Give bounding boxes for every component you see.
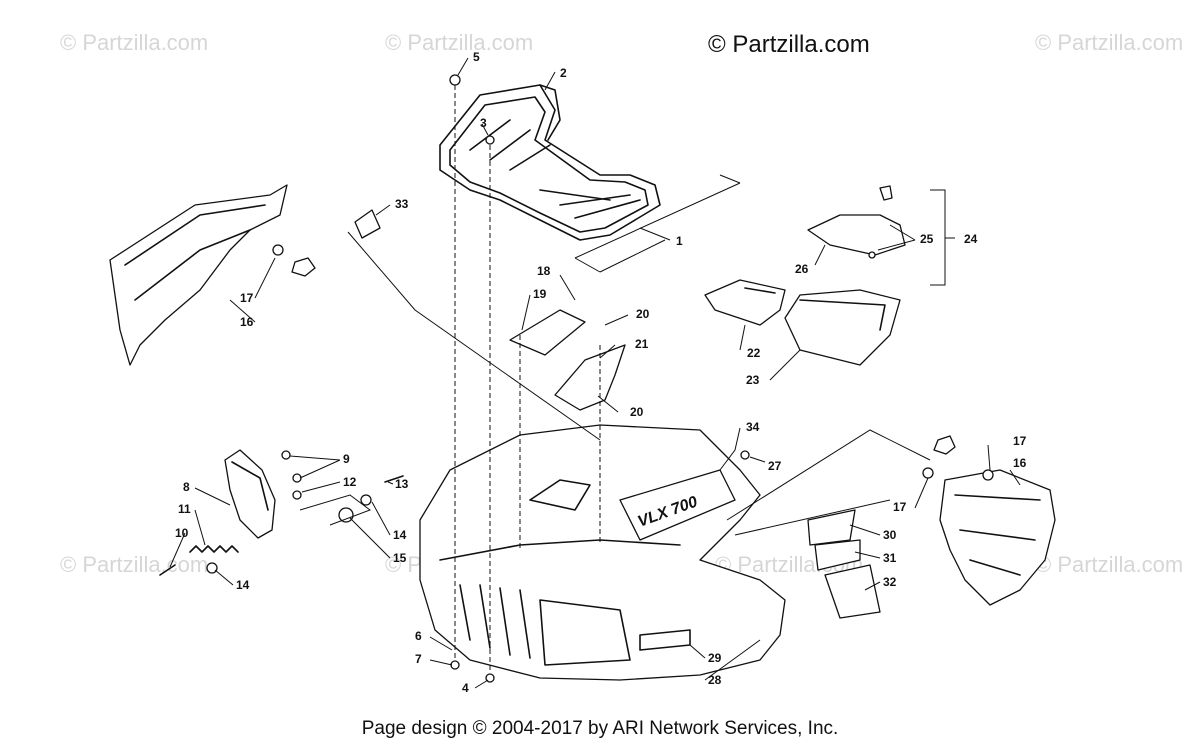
callout-label: 9	[343, 452, 350, 466]
callout-label: 11	[178, 502, 191, 516]
watermark: © Partzilla.com	[1035, 30, 1183, 55]
footer-copyright: Page design © 2004-2017 by ARI Network S…	[361, 718, 839, 739]
callout-label: 27	[768, 459, 782, 473]
callout-label: 12	[343, 475, 357, 489]
decal-part	[814, 539, 861, 571]
callout-label: 6	[415, 629, 422, 643]
bracket-part	[554, 344, 626, 411]
callout-label: 4	[462, 681, 469, 695]
callouts: 1 2 3 4 5 6 7 8 9 10 11 12 13 14 14 15 1…	[175, 50, 1027, 695]
callout-label: 14	[236, 578, 250, 592]
rack-bracket-line	[574, 174, 741, 273]
callout-label: 10	[175, 526, 189, 540]
watermark: © Partzilla.com	[60, 30, 208, 55]
screw-part	[740, 450, 750, 460]
callout-label: 5	[473, 50, 480, 64]
nut-part	[291, 257, 316, 277]
rack-part	[439, 84, 661, 241]
watermark: © Partzilla.com	[385, 30, 533, 55]
bolt-part	[449, 74, 461, 86]
callout-label: 3	[480, 116, 487, 130]
watermark-main: © Partzilla.com	[708, 31, 870, 58]
callout-label: 20	[636, 307, 650, 321]
decal-part	[354, 209, 381, 239]
callout-label: 17	[893, 500, 907, 514]
callout-label: 22	[747, 346, 761, 360]
callout-label: 24	[964, 232, 978, 246]
storage-box	[784, 289, 901, 366]
callout-label: 17	[240, 291, 254, 305]
watermark: © Partzilla.com	[1035, 552, 1183, 577]
screw-part	[159, 564, 176, 576]
callout-label: 32	[883, 575, 897, 589]
callout-label: 18	[537, 264, 551, 278]
decal-part	[807, 509, 856, 546]
washer-part	[206, 562, 218, 574]
decal-part	[824, 564, 881, 619]
callout-label: 14	[393, 528, 407, 542]
callout-label: 25	[920, 232, 934, 246]
spring-part	[189, 545, 239, 553]
callout-label: 8	[183, 480, 190, 494]
callout-label: 26	[795, 262, 809, 276]
callout-label: 2	[560, 66, 567, 80]
left-side-panel	[109, 184, 288, 366]
nut-part	[292, 490, 302, 500]
panel-part	[509, 309, 586, 356]
screw-part	[281, 450, 291, 460]
front-fender: VLX 700	[419, 424, 786, 681]
grommet-part	[982, 469, 994, 481]
callout-label: 23	[746, 373, 760, 387]
washer-part	[360, 494, 372, 506]
callout-label: 13	[395, 477, 409, 491]
callout-label: 7	[415, 652, 422, 666]
grommet-part	[338, 507, 354, 523]
callout-label: 33	[395, 197, 409, 211]
callout-label: 17	[1013, 434, 1027, 448]
callout-label: 29	[708, 651, 722, 665]
nut-part	[450, 660, 460, 670]
callout-label: 34	[746, 420, 760, 434]
nut-part	[292, 473, 302, 483]
grommet-part	[272, 244, 284, 256]
bolt-part	[384, 475, 404, 483]
headlight-assembly	[224, 449, 276, 539]
callout-label: 31	[883, 551, 897, 565]
storage-lid	[807, 214, 906, 256]
callout-label: 21	[635, 337, 649, 351]
watermark: © Partzilla.com	[60, 552, 208, 577]
grommet-part	[922, 467, 934, 479]
bolt-part	[485, 135, 495, 145]
storage-cover	[704, 279, 786, 326]
nut-part	[933, 435, 956, 455]
callout-label: 1	[676, 234, 683, 248]
right-side-panel	[939, 469, 1056, 606]
callout-label: 15	[393, 551, 407, 565]
callout-label: 30	[883, 528, 897, 542]
callout-label: 16	[1013, 456, 1027, 470]
callout-label: 16	[240, 315, 254, 329]
leader-lines	[169, 57, 1021, 689]
callout-label: 20	[630, 405, 644, 419]
latch-part	[879, 185, 893, 201]
screw-part	[868, 251, 876, 259]
callout-label: 28	[708, 673, 722, 687]
callout-label: 19	[533, 287, 547, 301]
